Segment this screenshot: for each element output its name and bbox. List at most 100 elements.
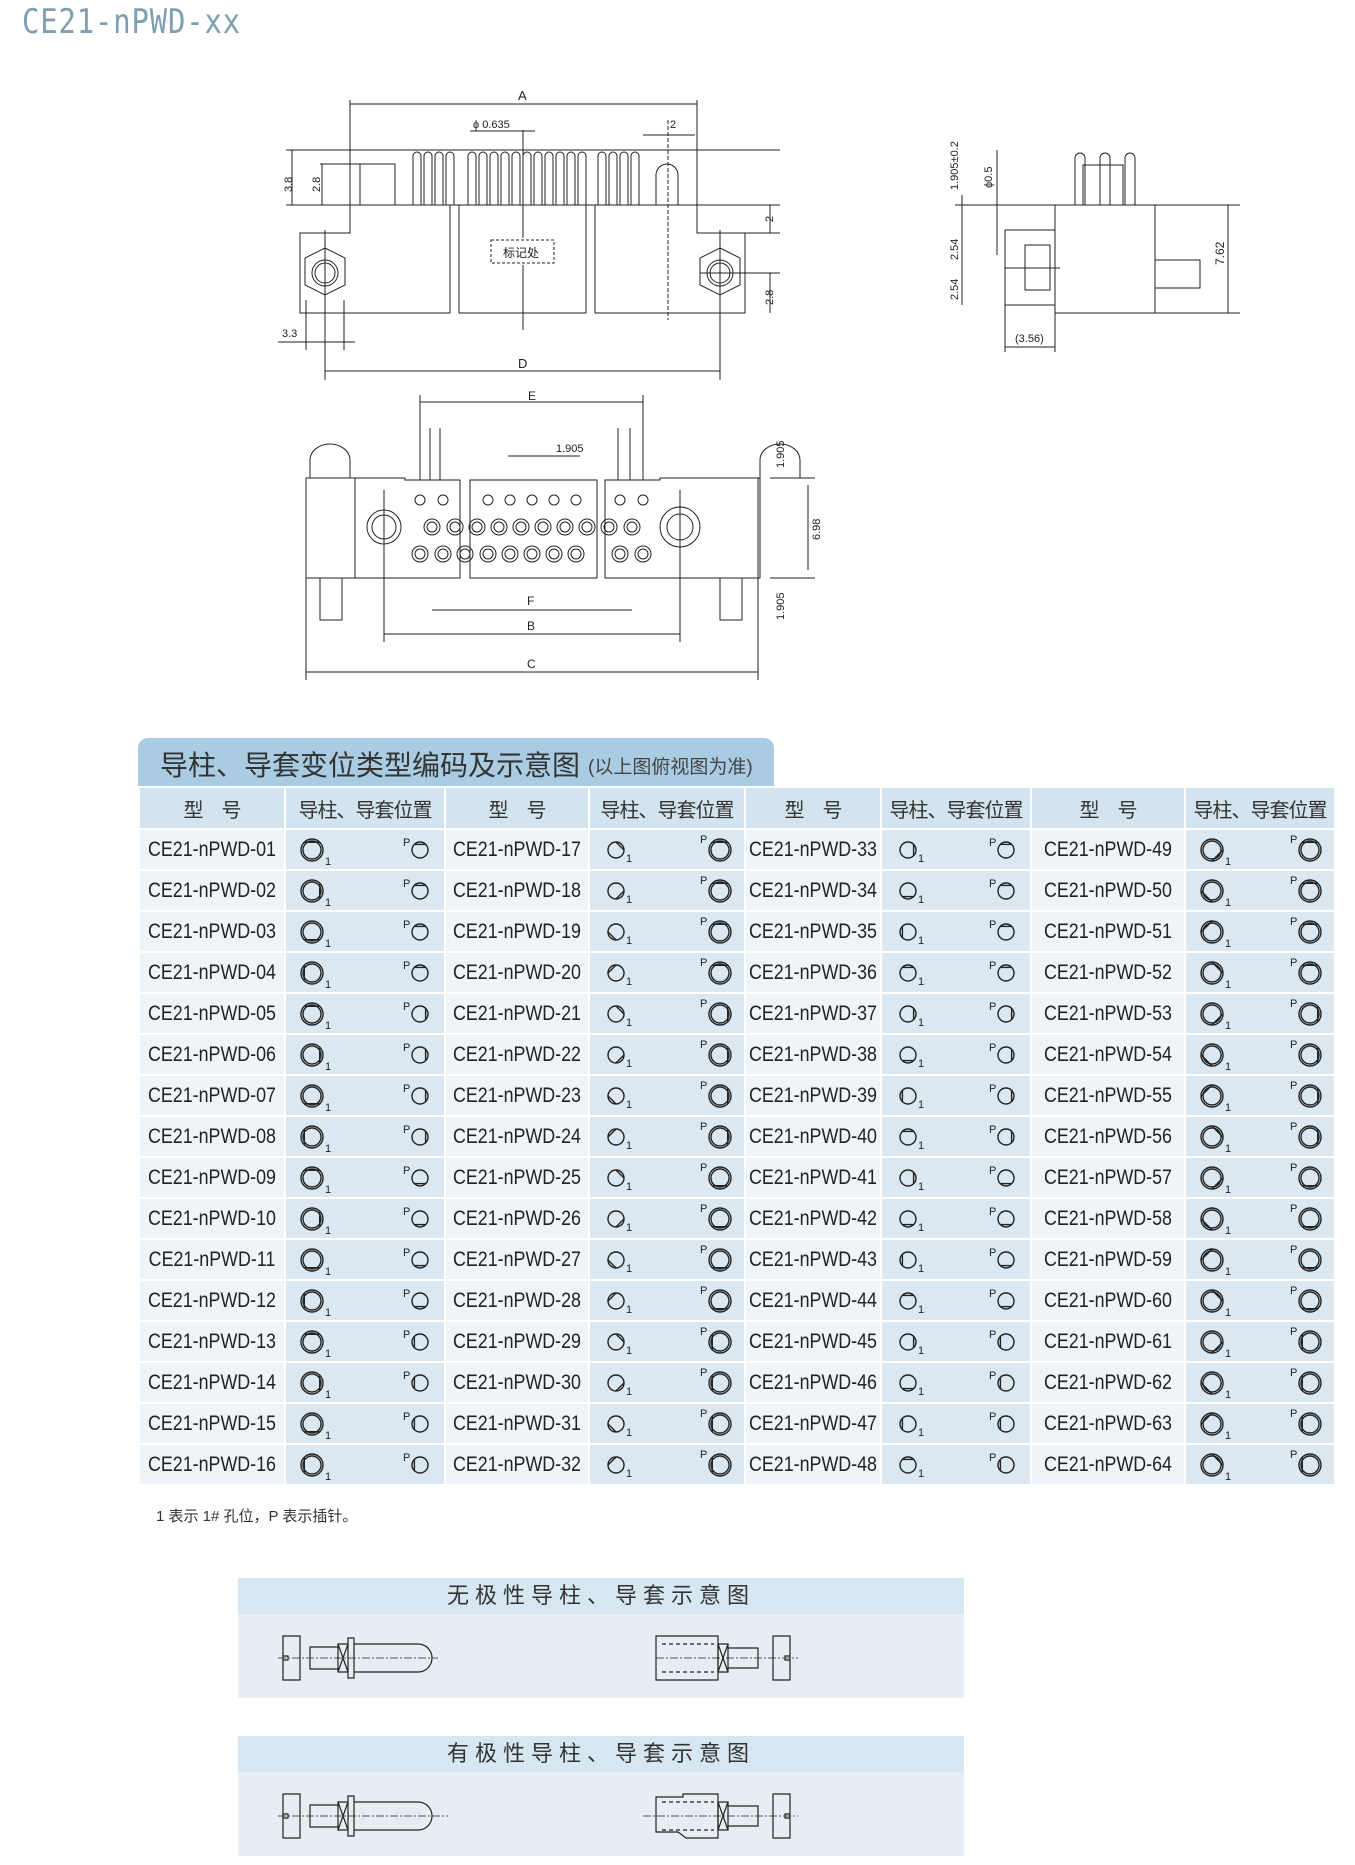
guide-pin-icon: P (700, 1203, 732, 1231)
dim-3-56: (3.56) (1015, 333, 1044, 345)
model-code: CE21-nPWD-56 (1044, 1124, 1172, 1148)
pin-label: P (403, 1288, 410, 1300)
guide-sleeve-icon: 1 (1200, 961, 1231, 991)
contact-hole (578, 518, 596, 536)
nonpolar-pin-sleeve-drawing (278, 1635, 798, 1681)
guide-pin-icon: P (700, 998, 732, 1026)
model-code-cell: CE21-nPWD-34 (744, 869, 882, 912)
pin-label: P (700, 1285, 707, 1297)
guide-pin-icon: P (1290, 1285, 1322, 1313)
guide-pin-icon: P (1290, 1367, 1322, 1395)
pin-label: P (700, 998, 707, 1010)
model-code: CE21-nPWD-20 (453, 960, 581, 984)
model-code-cell: CE21-nPWD-27 (444, 1238, 590, 1281)
guide-pin-icon: P (403, 1206, 429, 1228)
hole-label: 1 (626, 1345, 632, 1357)
guide-pin-icon: P (403, 919, 429, 941)
guide-pin-icon: P (989, 1329, 1015, 1351)
guide-sleeve-icon: 1 (1200, 1453, 1231, 1483)
guide-sleeve-icon: 1 (1200, 1207, 1231, 1237)
hole-label: 1 (325, 1061, 331, 1073)
model-code: CE21-nPWD-44 (749, 1288, 877, 1312)
model-code-cell: CE21-nPWD-24 (444, 1115, 590, 1158)
pin-label: P (989, 837, 996, 849)
contact-hole (570, 548, 582, 560)
contact-hole (446, 518, 464, 536)
model-code: CE21-nPWD-21 (453, 1001, 581, 1025)
guide-sleeve-icon: 1 (1200, 1330, 1231, 1360)
guide-sleeve-icon: 1 (607, 1292, 632, 1316)
pin-label: P (700, 1039, 707, 1051)
model-code: CE21-nPWD-16 (148, 1452, 276, 1476)
pin-label: P (989, 1411, 996, 1423)
model-code: CE21-nPWD-63 (1044, 1411, 1172, 1435)
pin-label: P (1290, 1408, 1297, 1420)
position-code-table: 型 号导柱、导套位置型 号导柱、导套位置型 号导柱、导套位置型 号导柱、导套位置… (138, 786, 1336, 1486)
model-code: CE21-nPWD-09 (148, 1165, 276, 1189)
guide-pin-icon: P (1290, 1162, 1322, 1190)
contact-hole (614, 494, 626, 506)
model-code: CE21-nPWD-23 (453, 1083, 581, 1107)
guide-pin-icon: P (989, 1452, 1015, 1474)
contact-hole (414, 494, 426, 506)
pin-label: P (989, 1452, 996, 1464)
guide-pin-icon: P (700, 1162, 732, 1190)
hole-label: 1 (325, 979, 331, 991)
dim-2-54-b: 2.54 (949, 279, 961, 300)
model-code-cell: CE21-nPWD-28 (444, 1279, 590, 1322)
model-code-cell: CE21-nPWD-43 (744, 1238, 882, 1281)
model-code: CE21-nPWD-57 (1044, 1165, 1172, 1189)
model-code-cell: CE21-nPWD-35 (744, 910, 882, 953)
contact-pin (566, 151, 576, 205)
model-code-cell: CE21-nPWD-04 (138, 951, 286, 994)
model-code-cell: CE21-nPWD-05 (138, 992, 286, 1035)
model-code-cell: CE21-nPWD-41 (744, 1156, 882, 1199)
model-header: 型 号 (744, 786, 882, 830)
guide-pin-icon: P (1290, 1039, 1322, 1067)
model-code: CE21-nPWD-45 (749, 1329, 877, 1353)
guide-sleeve-icon: 1 (899, 1333, 924, 1357)
dim-2-54-a: 2.54 (949, 239, 961, 260)
model-code: CE21-nPWD-54 (1044, 1042, 1172, 1066)
guide-pin-icon: P (989, 1001, 1015, 1023)
guide-pin-icon: P (700, 1121, 732, 1149)
guide-pin-icon: P (1290, 916, 1322, 944)
hole-label: 1 (918, 1017, 924, 1029)
guide-pin-icon: P (1290, 957, 1322, 985)
hole-label: 1 (918, 1263, 924, 1275)
contact-pin (597, 151, 607, 205)
model-code: CE21-nPWD-33 (749, 837, 877, 861)
guide-sleeve-icon: 1 (899, 1456, 924, 1480)
hole-label: 1 (1225, 856, 1231, 868)
model-code-cell: CE21-nPWD-12 (138, 1279, 286, 1322)
model-code: CE21-nPWD-10 (148, 1206, 276, 1230)
pin-label: P (403, 1001, 410, 1013)
guide-sleeve-icon: 1 (300, 920, 331, 950)
hole-label: 1 (918, 853, 924, 865)
guide-pin-icon: P (989, 1411, 1015, 1433)
hole-label: 1 (325, 897, 331, 909)
contact-hole (526, 494, 538, 506)
model-header: 型 号 (138, 786, 286, 830)
guide-pin-icon: P (700, 1080, 732, 1108)
contact-hole (556, 518, 574, 536)
pin-label: P (1290, 1203, 1297, 1215)
guide-pin-icon: P (403, 1370, 429, 1392)
table-heading-tab: 导柱、导套变位类型编码及示意图 (以上图俯视图为准) (138, 738, 774, 786)
